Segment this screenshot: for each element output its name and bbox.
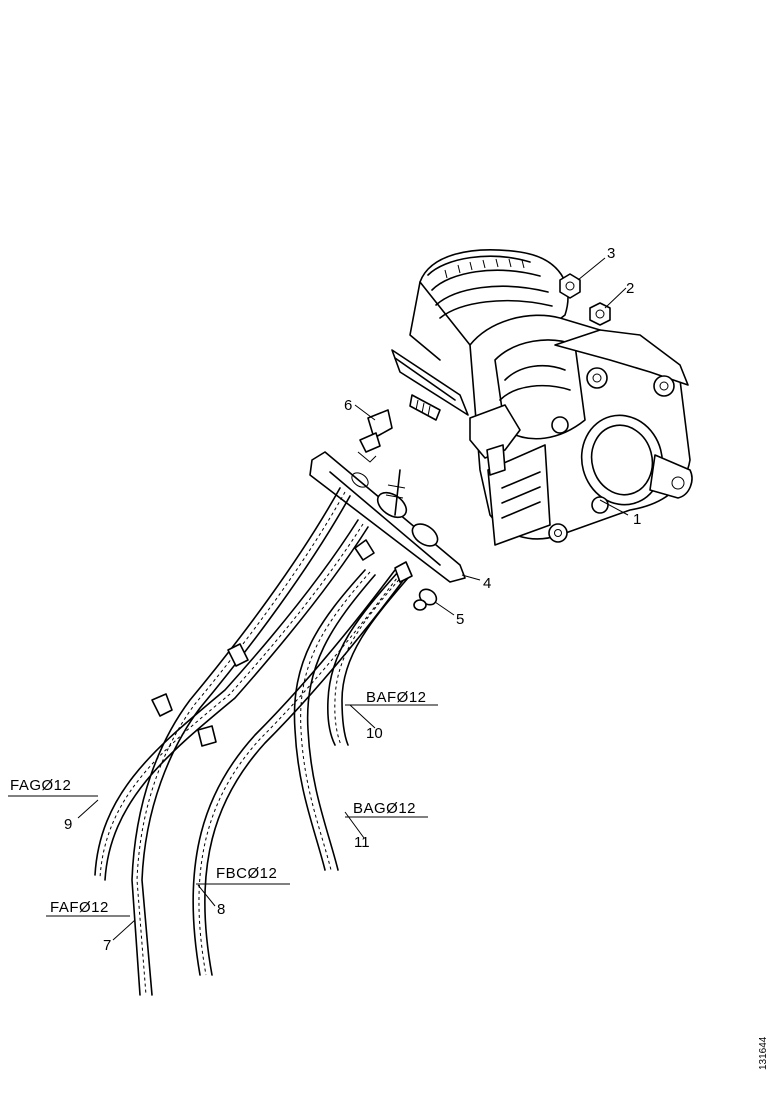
callout-4: 4 bbox=[483, 575, 491, 592]
pipe-flange-4 bbox=[309, 451, 466, 583]
callout-11: 11 bbox=[354, 834, 370, 851]
callout-7: 7 bbox=[103, 937, 111, 954]
callout-6: 6 bbox=[344, 397, 352, 414]
callout-3: 3 bbox=[607, 245, 615, 262]
code-faf: FAFØ12 bbox=[50, 899, 109, 916]
callout-9: 9 bbox=[64, 816, 72, 833]
pipe-fag-9 bbox=[94, 519, 375, 881]
nut-5 bbox=[413, 588, 438, 611]
callout-10: 10 bbox=[366, 725, 383, 742]
stud-bolt bbox=[409, 394, 441, 421]
pipe-baf-10 bbox=[327, 561, 413, 746]
code-fag: FAGØ12 bbox=[10, 777, 71, 794]
callout-labels: 1 2 3 4 5 6 7 8 9 10 11 bbox=[64, 245, 641, 954]
callout-5: 5 bbox=[456, 611, 464, 628]
code-bag: BAGØ12 bbox=[353, 800, 416, 817]
code-fbc: FBCØ12 bbox=[216, 865, 277, 882]
fitting-6 bbox=[357, 409, 393, 463]
compressor-assembly bbox=[391, 249, 693, 546]
document-id: 131644 bbox=[758, 1036, 769, 1070]
callout-1: 1 bbox=[633, 511, 641, 528]
callout-8: 8 bbox=[217, 901, 225, 918]
nut-2 bbox=[589, 302, 611, 326]
pipe-faf-7 bbox=[131, 487, 351, 996]
callout-2: 2 bbox=[626, 280, 634, 297]
pipe-bag-11 bbox=[293, 569, 376, 871]
pipe-code-labels: BAFØ12 BAGØ12 FAGØ12 FBCØ12 FAFØ12 bbox=[8, 689, 438, 917]
code-baf: BAFØ12 bbox=[366, 689, 427, 706]
nut-3 bbox=[559, 273, 581, 299]
